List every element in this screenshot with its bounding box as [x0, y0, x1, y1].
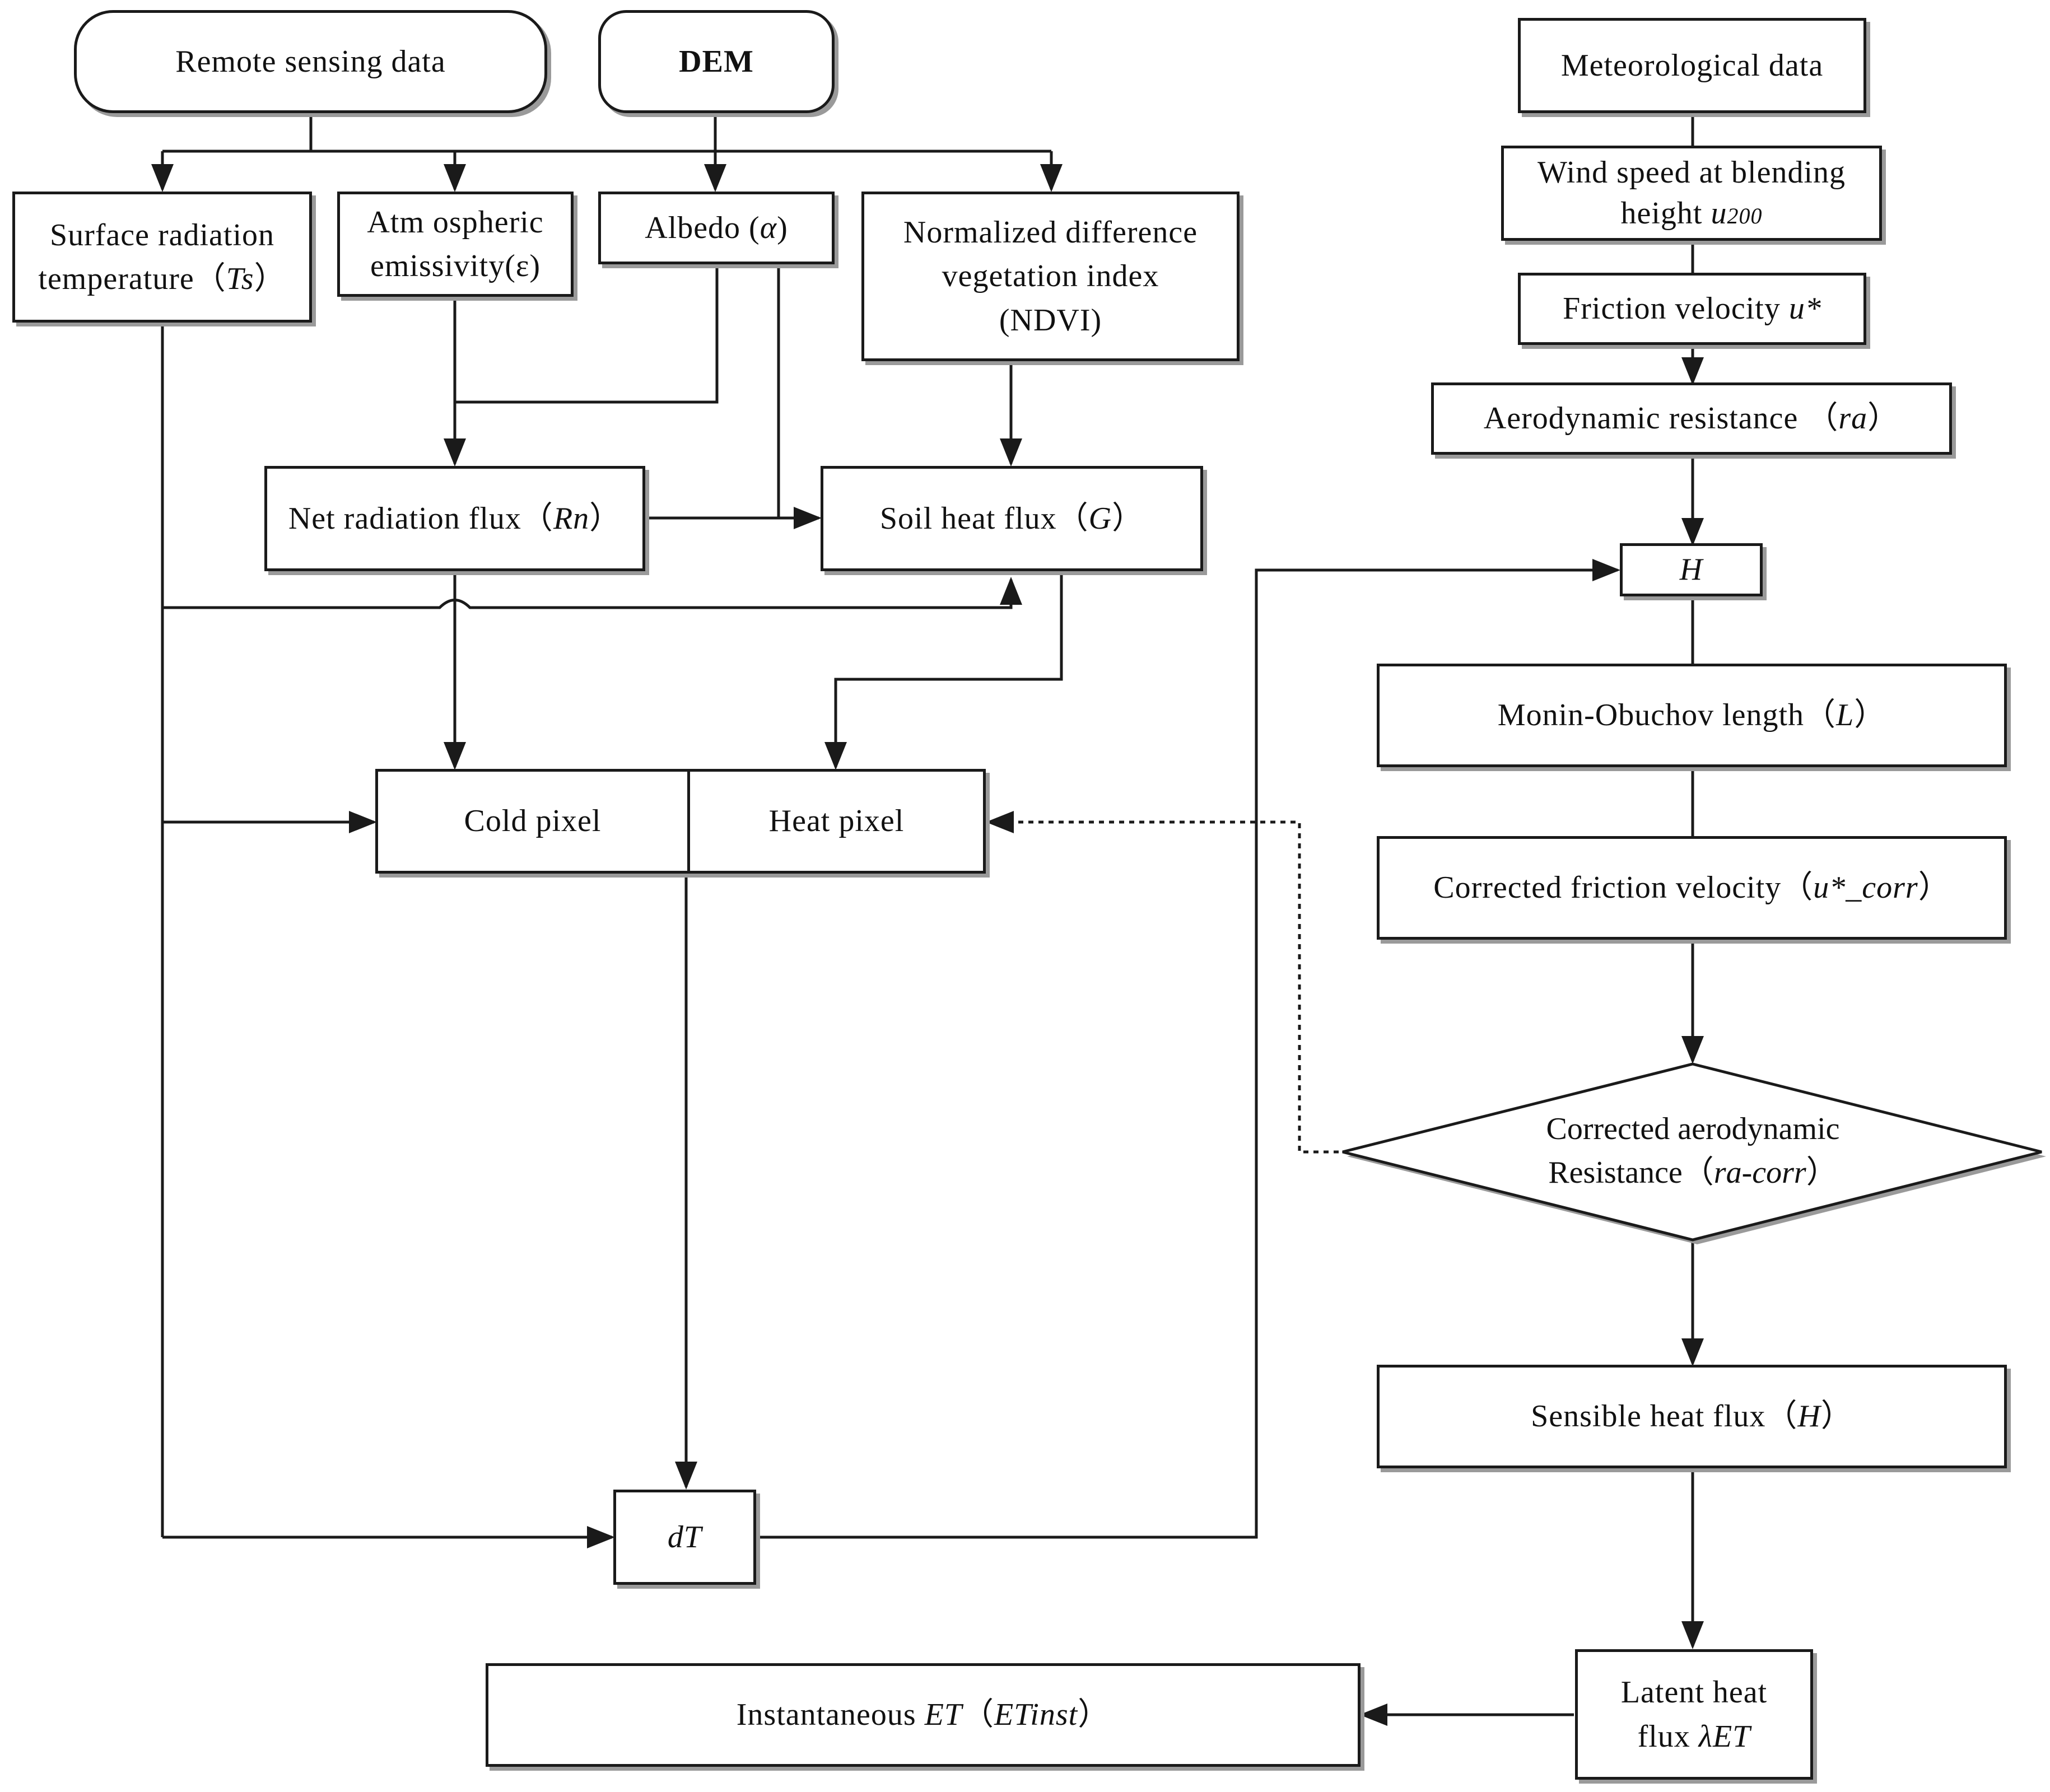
corrected-friction-velocity-node: Corrected friction velocity（u*_corr）: [1377, 836, 2007, 940]
soil-heat-label: Soil heat flux（G）: [879, 501, 1144, 536]
wind-speed-line1: Wind speed at blending: [1537, 155, 1846, 190]
latent-heat-line1: Latent heat: [1620, 1675, 1768, 1710]
surface-radiation-line2: temperature（Ts）: [38, 262, 286, 296]
cold-pixel-cell: Cold pixel: [378, 772, 690, 871]
net-radiation-flux-node: Net radiation flux（Rn）: [264, 466, 645, 571]
dt-label: dT: [667, 1519, 702, 1555]
meteorological-data-node: Meteorological data: [1518, 18, 1866, 113]
dem-label: DEM: [679, 44, 754, 79]
meteorological-label: Meteorological data: [1560, 48, 1824, 83]
ndvi-line3: (NDVI): [999, 302, 1102, 338]
arrow-soil-to-heat: [824, 571, 1063, 770]
arrow-ts-to-soil: [162, 577, 1022, 609]
corrected-aerodynamic-resistance-label: Corrected aerodynamic Resistance（ra-corr…: [1434, 1098, 1952, 1204]
ndvi-line2: vegetation index: [942, 259, 1159, 294]
connector-albedo-to-merge: [455, 264, 719, 404]
instantaneous-et-node: Instantaneous ET（ETinst）: [486, 1663, 1361, 1767]
wind-speed-line2: height u200: [1620, 196, 1763, 231]
albedo-label: Albedo (α): [645, 210, 788, 245]
arrow-dt-to-h: [756, 559, 1620, 1539]
atm-emissivity-line1: Atm ospheric: [367, 204, 544, 240]
soil-heat-flux-node: Soil heat flux（G）: [821, 466, 1203, 571]
arrow-diamond-to-heat-pixel-dotted: [986, 811, 1339, 1154]
monin-obuchov-length-node: Monin-Obuchov length（L）: [1377, 664, 2007, 767]
wind-speed-node: Wind speed at blending height u200: [1501, 146, 1882, 241]
pixel-selection-node: Cold pixel Heat pixel: [375, 769, 986, 874]
aerodynamic-resistance-node: Aerodynamic resistance （ra）: [1431, 382, 1952, 455]
ndvi-line1: Normalized difference: [903, 214, 1198, 250]
aerodynamic-resistance-label: Aerodynamic resistance （ra）: [1483, 401, 1900, 436]
atmospheric-emissivity-node: Atm ospheric emissivity(ε): [337, 192, 574, 297]
ndvi-node: Normalized difference vegetation index (…: [861, 192, 1240, 361]
corrected-aero-diamond: [1342, 1062, 2042, 1242]
dt-node: dT: [613, 1490, 756, 1585]
h-label: H: [1679, 552, 1703, 587]
friction-velocity-label: Friction velocity u*: [1563, 291, 1821, 326]
surface-radiation-line1: Surface radiation: [49, 217, 275, 253]
corrected-aero-line2: Resistance（ra-corr）: [1548, 1155, 1838, 1190]
friction-velocity-node: Friction velocity u*: [1518, 273, 1866, 345]
heat-pixel-cell: Heat pixel: [690, 772, 983, 871]
albedo-node: Albedo (α): [598, 192, 835, 264]
remote-sensing-data-node: Remote sensing data: [74, 10, 547, 113]
remote-sensing-label: Remote sensing data: [175, 44, 446, 79]
latent-heat-flux-node: Latent heat flux λET: [1575, 1649, 1813, 1780]
sensible-heat-label: Sensible heat flux（H）: [1531, 1399, 1853, 1434]
cold-pixel-label: Cold pixel: [464, 804, 602, 839]
net-radiation-label: Net radiation flux（Rn）: [288, 501, 622, 536]
monin-label: Monin-Obuchov length（L）: [1497, 698, 1886, 733]
atm-emissivity-line2: emissivity(ε): [370, 249, 541, 283]
corrected-friction-label: Corrected friction velocity（u*_corr）: [1433, 870, 1950, 906]
latent-heat-line2: flux λET: [1637, 1719, 1751, 1754]
sensible-heat-flux-node: Sensible heat flux（H）: [1377, 1365, 2007, 1468]
h-node: H: [1620, 543, 1763, 596]
surface-radiation-temperature-node: Surface radiation temperature（Ts）: [12, 192, 312, 323]
heat-pixel-label: Heat pixel: [768, 804, 905, 839]
instantaneous-et-label: Instantaneous ET（ETinst）: [736, 1697, 1110, 1733]
dem-node: DEM: [598, 10, 835, 113]
corrected-aero-line1: Corrected aerodynamic: [1546, 1111, 1840, 1146]
